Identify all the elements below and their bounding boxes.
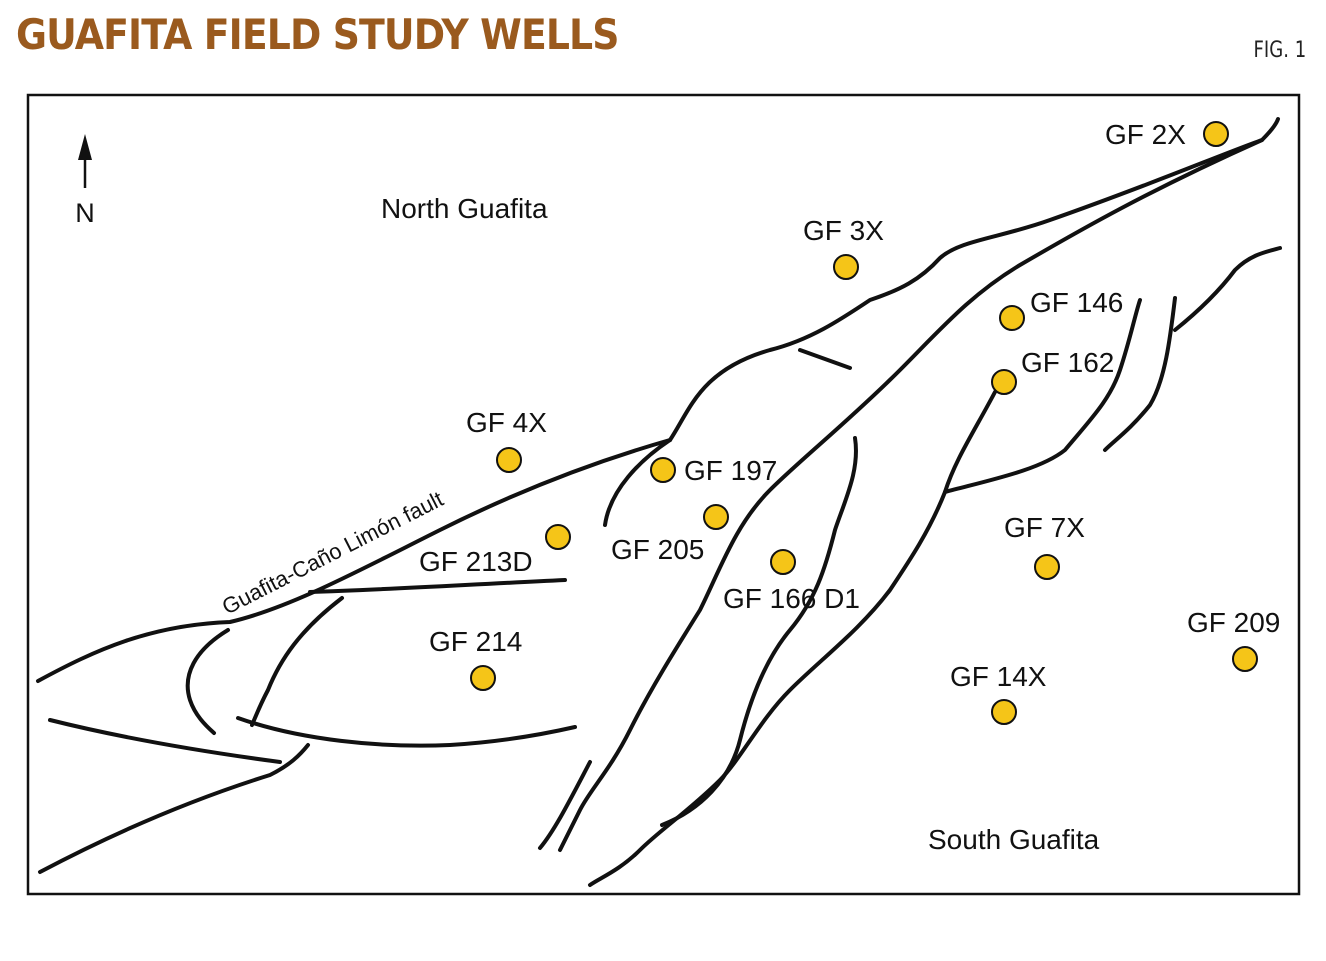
well-marker	[1232, 646, 1258, 672]
well-gf14x: GF 14X	[950, 661, 1047, 725]
fault-lines	[36, 117, 1282, 887]
well-label: GF 214	[429, 626, 522, 657]
fault-central-long	[558, 138, 1264, 852]
well-label: GF 4X	[466, 407, 547, 438]
well-marker	[770, 549, 796, 575]
fault-west-7	[538, 760, 592, 850]
well-label: GF 7X	[1004, 512, 1085, 543]
fault-west-1	[308, 578, 567, 594]
well-label: GF 213D	[419, 546, 533, 577]
fault-branch-e	[1173, 246, 1282, 332]
well-label: GF 205	[611, 534, 704, 565]
fault-north-spur	[798, 348, 852, 370]
well-gf162: GF 162	[991, 347, 1114, 395]
well-label: GF 146	[1030, 287, 1123, 318]
fault-west-6	[38, 743, 310, 874]
well-gf2x: GF 2X	[1105, 119, 1229, 150]
well-label: GF 166 D1	[723, 583, 860, 614]
well-gf3x: GF 3X	[803, 215, 884, 280]
well-marker	[991, 699, 1017, 725]
fault-west-2	[250, 596, 344, 727]
well-marker	[991, 369, 1017, 395]
well-gf214: GF 214	[429, 626, 522, 691]
well-label: GF 2X	[1105, 119, 1186, 150]
well-marker	[1034, 554, 1060, 580]
well-marker	[545, 524, 571, 550]
well-gf205: GF 205	[611, 504, 729, 565]
well-gf7x: GF 7X	[1004, 512, 1085, 580]
fault-west-3	[236, 716, 577, 748]
well-label: GF 162	[1021, 347, 1114, 378]
well-gf213d: GF 213D	[419, 524, 571, 577]
fault-west-4	[185, 628, 230, 735]
figure-label: FIG. 1	[1253, 38, 1306, 63]
well-label: GF 197	[684, 455, 777, 486]
well-gf197: GF 197	[650, 455, 777, 486]
well-gf4x: GF 4X	[466, 407, 547, 473]
region-label-north: North Guafita	[381, 193, 548, 224]
well-marker	[1203, 121, 1229, 147]
well-marker	[833, 254, 859, 280]
well-gf146: GF 146	[999, 287, 1123, 331]
fault-branch-f	[603, 438, 672, 527]
well-marker	[496, 447, 522, 473]
well-label: GF 14X	[950, 661, 1047, 692]
well-gf209: GF 209	[1187, 607, 1280, 672]
north-arrow-icon	[78, 134, 92, 188]
well-label: GF 3X	[803, 215, 884, 246]
well-marker	[650, 457, 676, 483]
well-markers: GF 2X GF 3X GF 146 GF 162 GF 4X GF 197 G…	[419, 119, 1280, 725]
fault-branch-d	[1103, 296, 1177, 452]
page-title: GUAFITA FIELD STUDY WELLS	[16, 10, 619, 59]
fault-west-5	[48, 718, 282, 764]
well-marker	[999, 305, 1025, 331]
well-marker	[703, 504, 729, 530]
well-gf166d1: GF 166 D1	[723, 549, 860, 614]
fault-branch-c	[943, 298, 1142, 494]
fault-main	[36, 438, 672, 683]
north-label: N	[75, 198, 95, 228]
well-marker	[470, 665, 496, 691]
well-label: GF 209	[1187, 607, 1280, 638]
region-label-south: South Guafita	[928, 824, 1100, 855]
